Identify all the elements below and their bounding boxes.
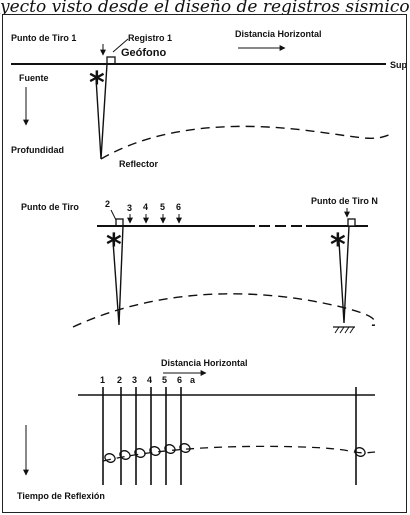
panel-b: Punto de Tiro 2 3 4 5 6 * Punto de Tiro … (21, 196, 378, 334)
panel-c: Distancia Horizontal 1 2 3 4 5 6 a Tiemp… (17, 358, 376, 501)
reflection-event (102, 445, 376, 462)
trace-number-4: 4 (147, 375, 152, 385)
geophone-label: Geófono (121, 47, 166, 59)
reflector-b (72, 293, 376, 328)
figure-caption: yecto visto desde el diseño de registros… (0, 0, 410, 14)
trace-number-3: 3 (132, 375, 137, 385)
geophone-2-leader (110, 209, 117, 221)
horizontal-distance-label-top: Distancia Horizontal (235, 29, 322, 39)
ray-path-bn (338, 225, 350, 324)
trace-number-2: 2 (117, 375, 122, 385)
trace-number-6: 6 (177, 375, 182, 385)
shot-point-1-label: Punto de Tiro 1 (11, 33, 76, 43)
geophone-icon-b (115, 218, 124, 227)
geophone-icon (106, 56, 116, 65)
hatch-marks (333, 326, 355, 334)
trace-number-1: 1 (100, 375, 105, 385)
shot-point-n-label: Punto de Tiro N (311, 196, 378, 206)
seismic-acquisition-diagram: Punto de Tiro 1 Registro 1 Geófono Dista… (11, 29, 406, 501)
reflection-time-label: Tiempo de Reflexión (17, 491, 105, 501)
depth-label: Profundidad (11, 145, 64, 155)
geophone-number-3: 3 (127, 203, 132, 213)
diagram-frame: Punto de Tiro 1 Registro 1 Geófono Dista… (2, 14, 407, 513)
geophone-number-6: 6 (176, 202, 181, 212)
geophone-number-4: 4 (143, 202, 148, 212)
geophone-number-5: 5 (160, 202, 165, 212)
trace-number-a: a (190, 375, 196, 385)
wavelets (104, 443, 366, 463)
shot-point-label: Punto de Tiro (21, 202, 79, 212)
source-label: Fuente (19, 73, 49, 83)
geophone-icon-bn (347, 218, 356, 227)
trace-number-5: 5 (162, 375, 167, 385)
reflector-a (100, 125, 394, 160)
trace-group (120, 387, 357, 485)
reflector-label: Reflector (119, 159, 159, 169)
geophone-number-2: 2 (105, 199, 110, 209)
ray-path-b1 (112, 225, 124, 326)
panel-a: Punto de Tiro 1 Registro 1 Geófono Dista… (11, 29, 406, 169)
source-star-icon-bn: * (330, 228, 346, 263)
record-1-leader (112, 38, 129, 53)
record-1-label: Registro 1 (128, 33, 172, 43)
surface-label: Superficie (390, 60, 406, 70)
horizontal-distance-label-bottom: Distancia Horizontal (161, 358, 248, 368)
